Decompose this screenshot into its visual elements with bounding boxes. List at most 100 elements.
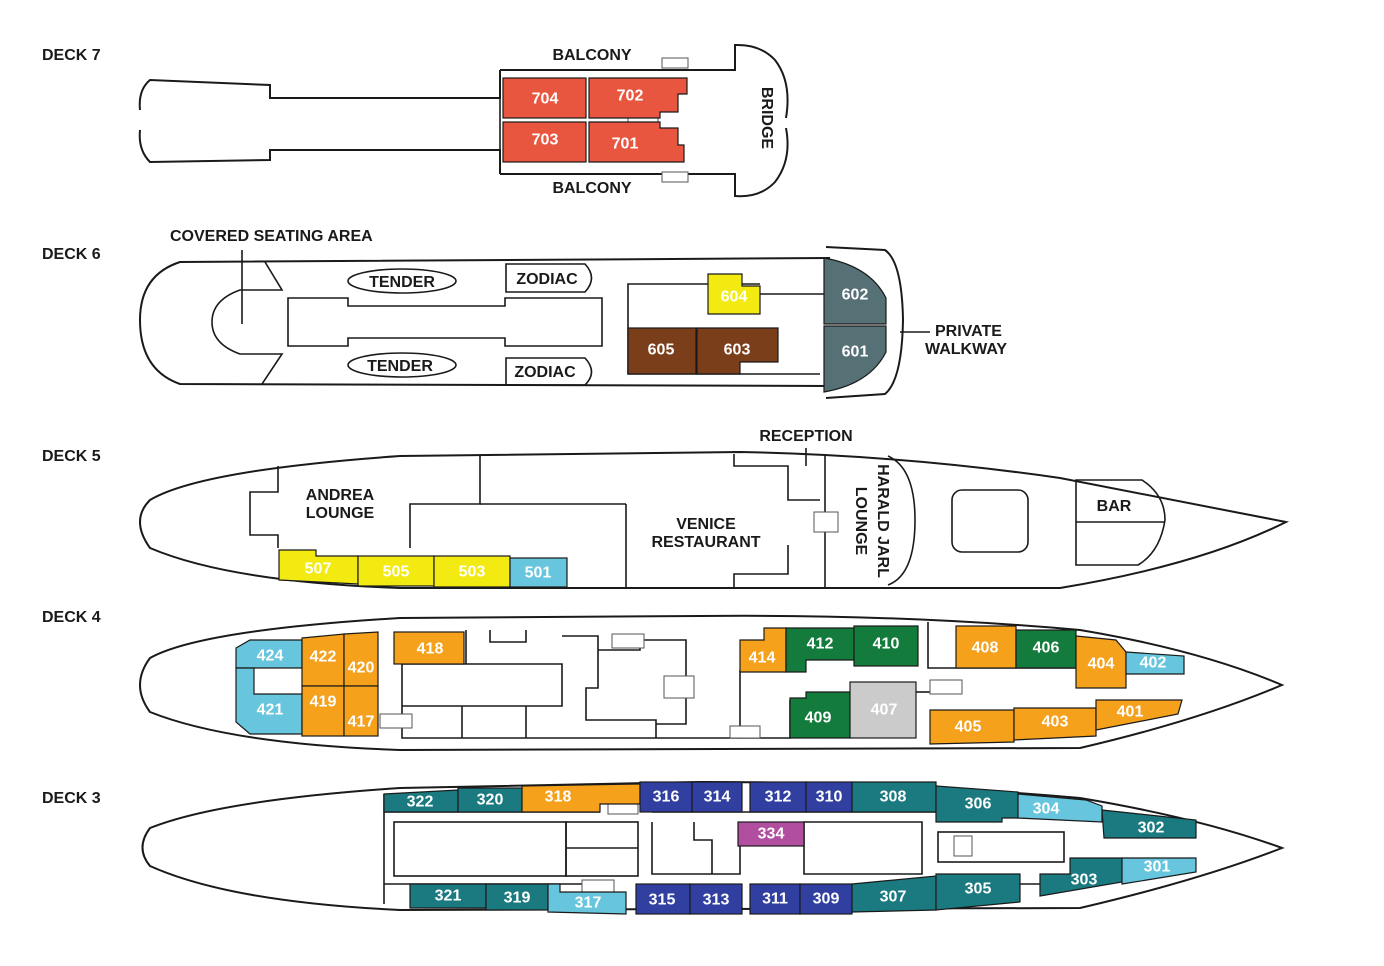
cabin-304[interactable] <box>1017 793 1103 823</box>
cabin-408[interactable] <box>955 625 1017 669</box>
cabin-322-label: 322 <box>407 794 434 811</box>
cabin-704[interactable] <box>502 77 587 119</box>
cabin-417[interactable] <box>343 685 379 737</box>
cabin-407[interactable] <box>849 681 917 739</box>
cabin-319[interactable] <box>485 883 549 911</box>
cabin-320-label: 320 <box>477 792 504 809</box>
cabin-419[interactable] <box>301 685 345 737</box>
private-walkway-line1: PRIVATE <box>935 323 1002 340</box>
deck-3-label: DECK 3 <box>42 790 101 807</box>
cabin-311-label: 311 <box>762 891 788 908</box>
tender-bottom: TENDER <box>367 358 433 375</box>
cabin-311[interactable] <box>749 883 801 915</box>
cabin-313[interactable] <box>689 883 743 915</box>
cabin-503-label: 503 <box>459 564 486 581</box>
andrea-lounge-line2: LOUNGE <box>306 505 375 522</box>
reception-label: RECEPTION <box>759 428 852 445</box>
cabin-704-label: 704 <box>532 91 559 108</box>
cabin-403[interactable] <box>1013 707 1097 741</box>
deck-6-outline <box>138 246 930 399</box>
cabin-314-label: 314 <box>704 789 731 806</box>
cabin-601-label: 601 <box>842 344 869 361</box>
harald-jarl-line1: HARALD JARL <box>874 464 891 578</box>
cabin-314[interactable] <box>691 781 743 813</box>
cabin-310-label: 310 <box>816 789 843 806</box>
cabin-301[interactable] <box>1121 857 1197 885</box>
cabin-503[interactable] <box>433 555 511 588</box>
venice-restaurant-line2: RESTAURANT <box>651 534 760 551</box>
cabin-401[interactable] <box>1095 699 1183 731</box>
cabin-603[interactable] <box>696 327 779 375</box>
cabin-701[interactable] <box>588 121 685 163</box>
cabin-412-label: 412 <box>807 636 834 653</box>
cabin-406-label: 406 <box>1033 640 1060 657</box>
cabin-414-label: 414 <box>749 650 776 667</box>
deck-4-outline <box>139 614 1285 752</box>
cabin-321[interactable] <box>409 883 487 909</box>
cabin-505-label: 505 <box>383 564 410 581</box>
deck-5-outline <box>139 448 1290 589</box>
cabin-304-label: 304 <box>1033 801 1060 818</box>
cabin-501[interactable] <box>509 557 568 588</box>
deck-7-bridge: BRIDGE <box>758 87 775 150</box>
deck-7-label: DECK 7 <box>42 47 101 64</box>
deck-5-cabins: 507 505 503 501 <box>278 549 568 588</box>
cabin-302[interactable] <box>1101 809 1197 839</box>
cabin-405[interactable] <box>929 709 1015 745</box>
cabin-703[interactable] <box>502 121 587 163</box>
cabin-310[interactable] <box>805 781 853 813</box>
zodiac-top: ZODIAC <box>516 271 578 288</box>
cabin-501-label: 501 <box>525 565 552 582</box>
cabin-334-label: 334 <box>758 826 785 843</box>
cabin-410[interactable] <box>853 625 919 667</box>
cabin-409-label: 409 <box>805 710 832 727</box>
cabin-312-label: 312 <box>765 789 792 806</box>
cabin-701-label: 701 <box>612 136 639 153</box>
cabin-402[interactable] <box>1125 651 1185 675</box>
deck-4-cabins: 424 422 420 421 419 417 418 414 412 410 … <box>235 625 1185 745</box>
cabin-313-label: 313 <box>703 892 730 909</box>
cabin-418-label: 418 <box>417 641 444 658</box>
cabin-306[interactable] <box>935 785 1019 823</box>
deck-5-label: DECK 5 <box>42 448 101 465</box>
cabin-505[interactable] <box>357 555 435 587</box>
cabin-301-label: 301 <box>1144 859 1171 876</box>
private-walkway-line2: WALKWAY <box>925 341 1007 358</box>
cabin-602[interactable] <box>823 257 887 325</box>
cabin-306-label: 306 <box>965 796 992 813</box>
cabin-422-label: 422 <box>310 649 337 666</box>
cabin-605[interactable] <box>627 327 697 375</box>
cabin-315[interactable] <box>635 883 691 915</box>
harald-jarl-line2: LOUNGE <box>852 487 869 556</box>
cabin-309[interactable] <box>799 883 853 915</box>
cabin-401-label: 401 <box>1117 704 1144 721</box>
cabin-604-label: 604 <box>721 289 748 306</box>
cabin-305[interactable] <box>935 873 1021 911</box>
cabin-318-label: 318 <box>545 789 572 806</box>
tender-top: TENDER <box>369 274 435 291</box>
cabin-305-label: 305 <box>965 881 992 898</box>
cabin-302-label: 302 <box>1138 820 1165 837</box>
cabin-602-label: 602 <box>842 287 869 304</box>
cabin-321-label: 321 <box>435 888 462 905</box>
cabin-420-label: 420 <box>348 660 375 677</box>
deck-6-boats: TENDER TENDER ZODIAC ZODIAC <box>347 263 593 386</box>
cabin-702[interactable] <box>588 77 688 119</box>
bar-label: BAR <box>1097 498 1132 515</box>
cabin-702-label: 702 <box>617 88 644 105</box>
cabin-418[interactable] <box>393 631 465 665</box>
deck-7-balcony-bottom: BALCONY <box>552 180 631 197</box>
cabin-309-label: 309 <box>813 891 840 908</box>
deck-3-cabins: 322 320 318 316 314 312 310 308 306 304 … <box>383 781 1197 915</box>
cabin-334[interactable] <box>737 821 805 847</box>
zodiac-bottom: ZODIAC <box>514 364 576 381</box>
cabin-316-label: 316 <box>653 789 680 806</box>
cabin-315-label: 315 <box>649 892 676 909</box>
cabin-317[interactable] <box>547 883 627 915</box>
cabin-319-label: 319 <box>504 890 531 907</box>
cabin-419-label: 419 <box>310 694 337 711</box>
deck-4-label: DECK 4 <box>42 609 101 626</box>
cabin-604[interactable] <box>707 273 761 315</box>
cabin-601[interactable] <box>823 325 887 393</box>
